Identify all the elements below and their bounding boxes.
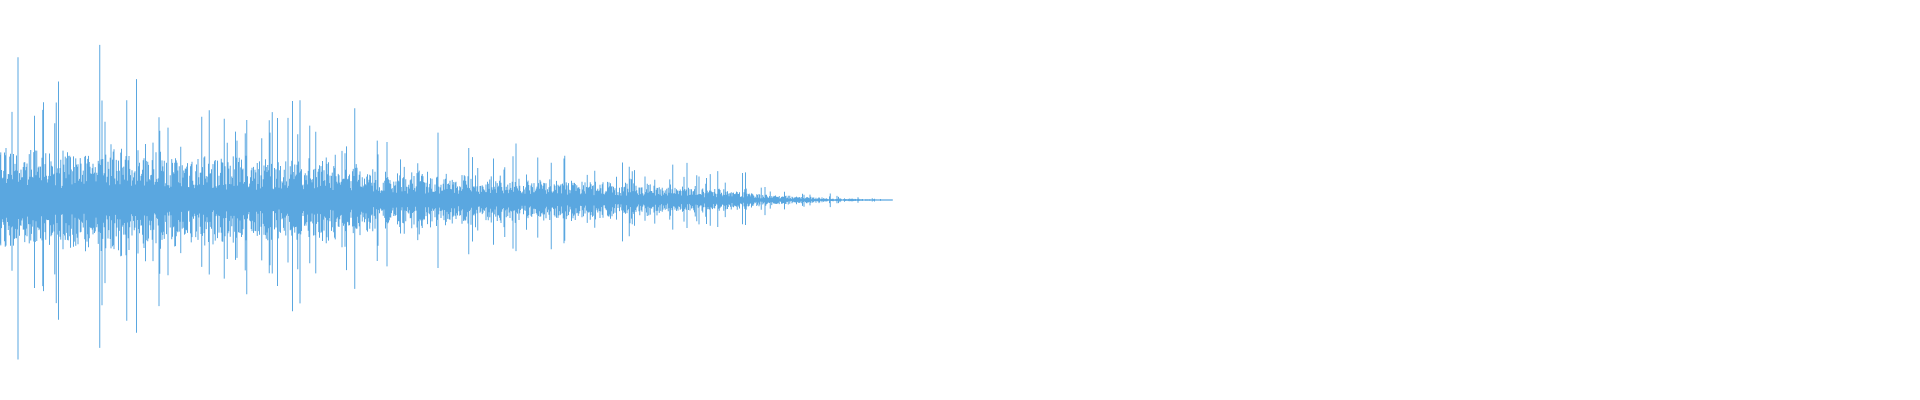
waveform-samples bbox=[0, 44, 891, 360]
waveform-lines bbox=[0, 44, 893, 360]
